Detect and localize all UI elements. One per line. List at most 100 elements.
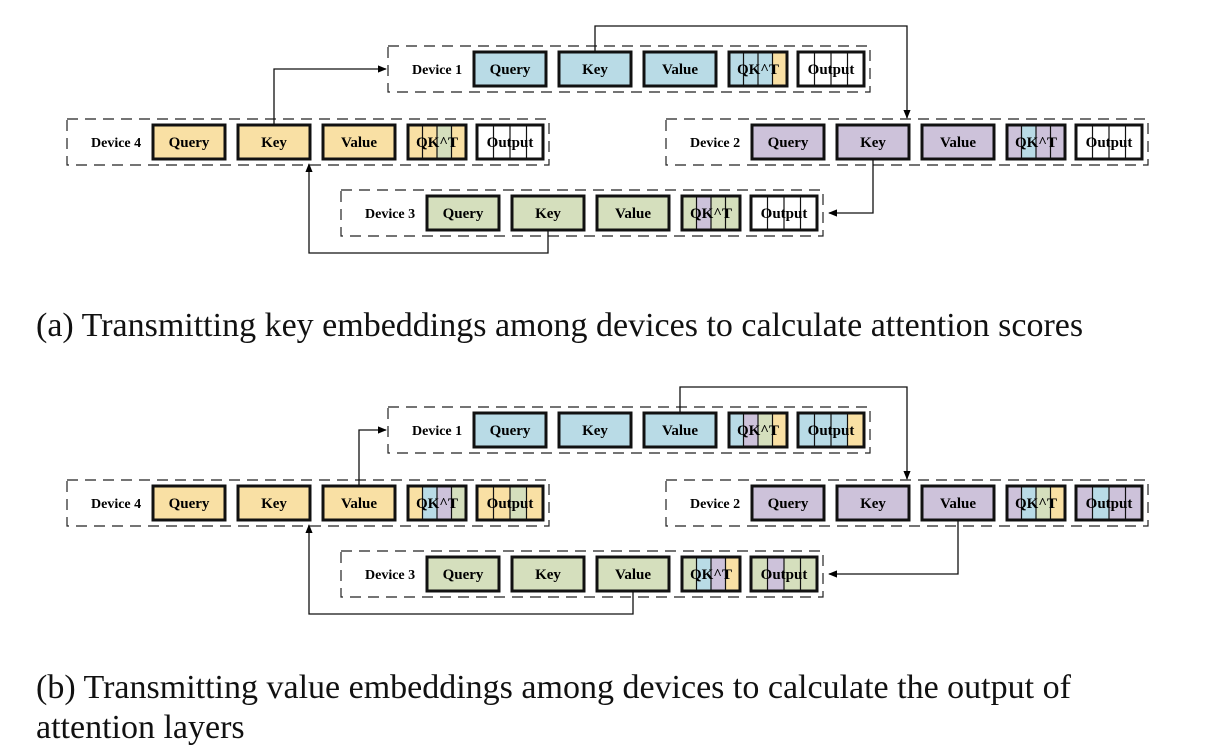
qk-block-label: QK^T	[690, 206, 732, 222]
output-block-label: Output	[487, 135, 534, 151]
output-block-label: Output	[1086, 496, 1133, 512]
qk-block-stripe	[1007, 486, 1022, 520]
qk-block-stripe	[772, 52, 787, 86]
value-block	[920, 123, 996, 161]
qk-block-label: QK^T	[737, 62, 779, 78]
query-label: Query	[169, 496, 210, 512]
qk-block: QK^T	[406, 123, 468, 161]
qk-block: QK^T	[727, 50, 789, 88]
query-label: Query	[490, 62, 531, 78]
output-block-stripe	[784, 196, 801, 230]
qk-block-stripe	[772, 413, 787, 447]
qk-block: QK^T	[727, 411, 789, 449]
value-block	[595, 555, 671, 593]
qk-block-stripe	[422, 125, 437, 159]
qk-block-stripe	[729, 52, 744, 86]
output-block: Output	[749, 194, 819, 232]
qk-block-stripe	[437, 125, 452, 159]
value-label: Value	[940, 496, 976, 512]
key-label: Key	[261, 135, 287, 151]
output-block-stripe	[510, 486, 527, 520]
value-label: Value	[615, 567, 651, 583]
output-block-stripe	[477, 486, 494, 520]
qk-block-label: QK^T	[416, 135, 458, 151]
key-label: Key	[535, 567, 561, 583]
query-block	[151, 484, 227, 522]
output-block-stripe	[798, 413, 815, 447]
key-block	[510, 194, 586, 232]
output-block-border	[749, 555, 819, 593]
output-block-stripe	[526, 125, 543, 159]
query-block	[472, 411, 548, 449]
output-block-stripe	[831, 413, 848, 447]
output-block: Output	[1074, 484, 1144, 522]
key-label: Key	[261, 496, 287, 512]
qk-block-stripe	[729, 413, 744, 447]
output-block-stripe	[1125, 125, 1142, 159]
device-label: Device 4	[91, 497, 141, 512]
qk-block-stripe	[408, 486, 423, 520]
device-boundary	[340, 550, 824, 598]
key-block	[557, 50, 633, 88]
output-block-stripe	[1076, 486, 1093, 520]
output-block-stripe	[1125, 486, 1142, 520]
value-label: Value	[615, 206, 651, 222]
qk-block-border	[1005, 484, 1067, 522]
transfer-arrow-4	[273, 65, 387, 125]
output-block: Output	[475, 484, 545, 522]
output-block-stripe	[767, 196, 784, 230]
query-label: Query	[169, 135, 210, 151]
device-boundary	[66, 118, 550, 166]
qk-block-stripe	[422, 486, 437, 520]
device-boundary	[387, 406, 871, 454]
qk-block-label: QK^T	[1015, 496, 1057, 512]
output-block-stripe	[814, 413, 831, 447]
qk-block-stripe	[1036, 125, 1051, 159]
value-label: Value	[940, 135, 976, 151]
qk-block-stripe	[1021, 486, 1036, 520]
query-block	[750, 484, 826, 522]
qk-block-stripe	[725, 196, 740, 230]
qk-block-border	[406, 123, 468, 161]
query-label: Query	[768, 496, 809, 512]
qk-block-border	[727, 50, 789, 88]
output-block-border	[749, 194, 819, 232]
key-label: Key	[860, 496, 886, 512]
output-block-stripe	[477, 125, 494, 159]
qk-block-stripe	[696, 557, 711, 591]
key-label: Key	[535, 206, 561, 222]
qk-block-stripe	[1050, 486, 1065, 520]
device-boundary	[665, 479, 1149, 527]
output-block-border	[475, 123, 545, 161]
qk-block-label: QK^T	[690, 567, 732, 583]
qk-block-border	[680, 194, 742, 232]
qk-block-stripe	[682, 557, 697, 591]
output-block-label: Output	[487, 496, 534, 512]
device-boundary	[340, 189, 824, 237]
transfer-arrow-1	[679, 386, 911, 480]
key-block	[835, 484, 911, 522]
value-block	[595, 194, 671, 232]
output-block-stripe	[1092, 486, 1109, 520]
output-block: Output	[796, 50, 866, 88]
qk-block-stripe	[437, 486, 452, 520]
output-block-border	[796, 411, 866, 449]
query-block	[425, 194, 501, 232]
query-label: Query	[443, 567, 484, 583]
value-block	[642, 50, 718, 88]
panel-b-caption: (b) Transmitting value embeddings among …	[36, 669, 1071, 746]
qk-block-label: QK^T	[416, 496, 458, 512]
qk-block-stripe	[758, 413, 773, 447]
output-block-stripe	[751, 557, 768, 591]
device-boundary	[387, 45, 871, 93]
query-label: Query	[443, 206, 484, 222]
query-block	[472, 50, 548, 88]
output-block-stripe	[526, 486, 543, 520]
key-label: Key	[582, 62, 608, 78]
query-label: Query	[768, 135, 809, 151]
